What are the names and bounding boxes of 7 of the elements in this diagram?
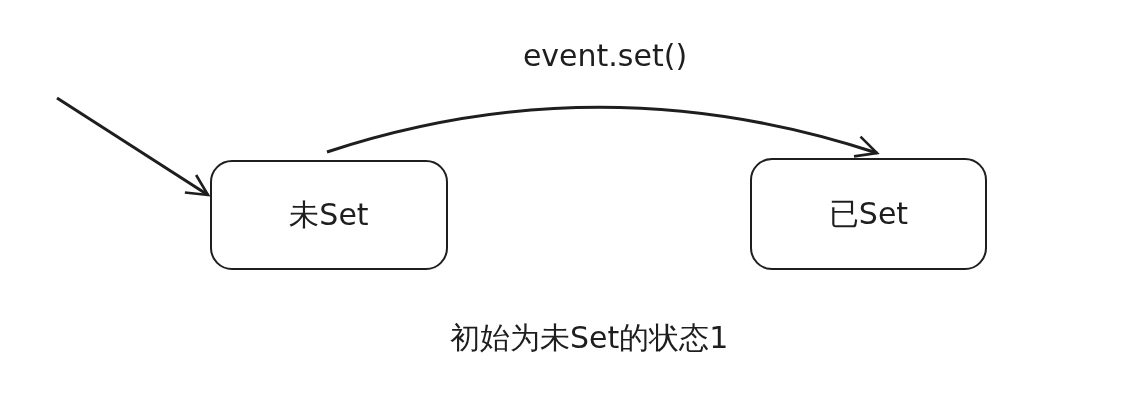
- arrow: [56, 96, 210, 197]
- state-label: 已Set: [828, 194, 909, 233]
- state-box: [210, 160, 448, 270]
- note-text: 初始为未Set的状态1: [450, 319, 729, 357]
- state-label: 未Set: [289, 195, 369, 234]
- state-box: [750, 158, 987, 270]
- arrow: [326, 105, 879, 159]
